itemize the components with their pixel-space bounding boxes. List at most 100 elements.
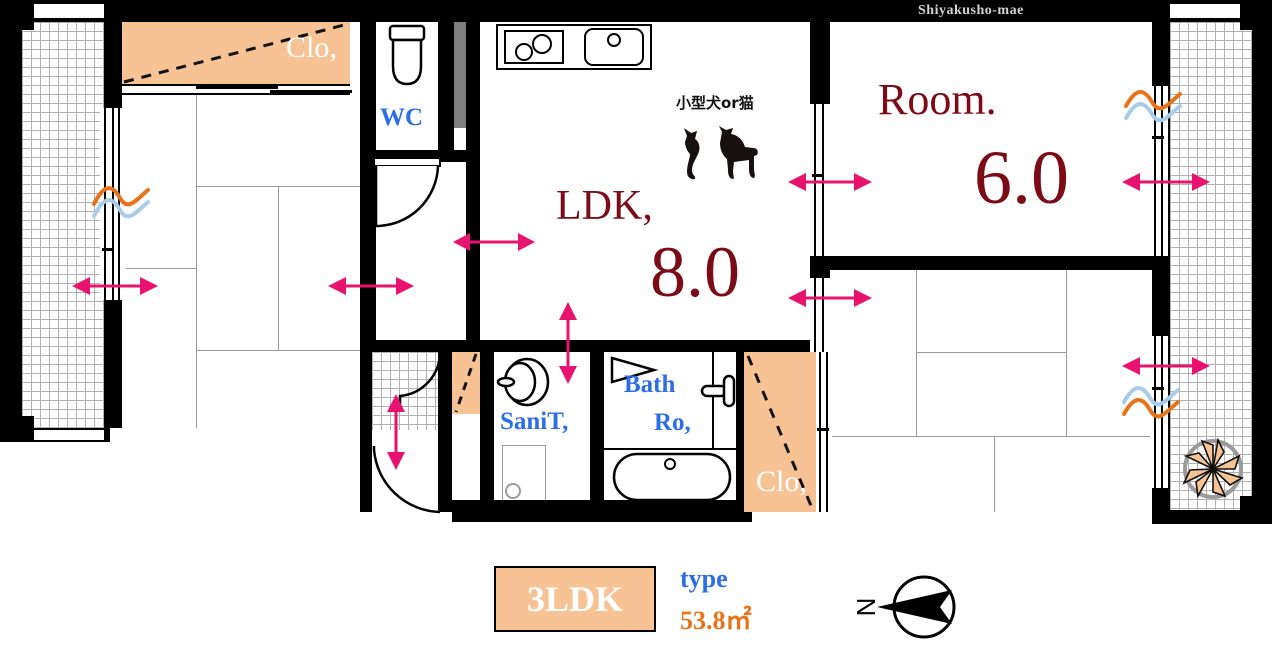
right-room-upper-floor — [830, 22, 1152, 256]
sliding-door-line — [814, 278, 816, 352]
closet-door-panel — [196, 86, 278, 89]
sanitary-wall-left — [480, 352, 494, 512]
window-frame-line — [118, 108, 120, 300]
left-balcony-outer-wall — [0, 0, 22, 440]
tatami-line — [122, 268, 196, 269]
direction-arrow — [453, 233, 535, 251]
direction-arrow — [72, 277, 158, 295]
direction-arrow — [1122, 357, 1210, 375]
bath-faucet-icon — [700, 374, 736, 408]
ldk-label: LDK, — [556, 183, 653, 229]
window-frame-line — [1168, 86, 1170, 256]
toilet-icon — [388, 24, 426, 86]
closet-top-dashed-line — [123, 22, 349, 84]
ldk-bottom-wall — [466, 340, 480, 352]
room-label: Room. — [878, 75, 997, 124]
outer-wall-top-left-block — [0, 0, 34, 30]
entrance-wall-right — [438, 352, 452, 512]
bath-label-line1: Bath — [624, 371, 676, 398]
tatami-line — [916, 270, 917, 436]
window-frame-line — [1154, 336, 1156, 488]
wc-wall-right — [438, 22, 454, 150]
ldk-room-wall-upper — [810, 22, 830, 104]
type-label: type — [680, 564, 728, 593]
direction-arrow-vertical — [559, 302, 577, 384]
bath-door-icon — [610, 356, 659, 384]
closet-top-door-track — [122, 84, 350, 95]
tatami-line — [1066, 270, 1067, 436]
tatami-line — [830, 436, 1152, 437]
closet-door-mullion — [817, 428, 829, 431]
entrance-wall-left — [360, 352, 372, 446]
tatami-line — [994, 436, 995, 512]
closet-door-line — [826, 352, 828, 512]
compass-north-letter: N — [851, 598, 881, 617]
pets-note-label: 小型犬or猫 — [676, 94, 754, 112]
airflow-icon — [92, 186, 150, 219]
sliding-door-line — [822, 104, 824, 256]
airflow-icon — [1124, 90, 1182, 123]
outer-wall-top-right-block — [1240, 0, 1272, 30]
left-balcony-rail-top — [22, 4, 104, 18]
sliding-door-line — [814, 104, 816, 256]
window-frame-line — [1161, 336, 1163, 488]
bath-divider — [604, 448, 738, 450]
direction-arrow-vertical — [387, 394, 405, 470]
bath-vertical-divider — [712, 352, 714, 448]
closet-door-panel — [270, 90, 352, 93]
airflow-icon — [1122, 386, 1180, 419]
dog-silhouette-icon — [719, 126, 758, 179]
right-room-lower-floor — [830, 270, 1152, 512]
shoe-closet-dashed-line — [454, 353, 478, 413]
window-mullion — [1152, 387, 1164, 390]
outer-wall-right-bottom-block — [1240, 496, 1272, 522]
ldk-area: 8.0 — [650, 232, 740, 312]
bathtub-icon — [612, 452, 732, 502]
left-room-wall-right — [360, 22, 376, 428]
closet-door-line — [819, 352, 821, 512]
tatami-line — [196, 350, 360, 351]
right-balcony-outer-wall — [1252, 0, 1272, 522]
window-frame-line — [1154, 86, 1156, 256]
stove-icon — [504, 30, 564, 64]
washbasin-icon — [496, 357, 550, 407]
sliding-door-line — [822, 278, 824, 352]
entrance-wall-bottom — [360, 428, 372, 512]
area-label: 53.8㎡ — [680, 606, 752, 635]
tatami-line — [916, 352, 1066, 353]
compass-icon: N — [851, 575, 956, 639]
entrance-door-swing — [372, 442, 441, 514]
cat-silhouette-icon — [684, 128, 700, 180]
closet-bottom-wall-left — [736, 352, 744, 512]
direction-arrow — [788, 173, 872, 191]
core-bottom-wall — [452, 500, 752, 522]
direction-arrow — [328, 277, 414, 295]
plan-type-badge: 3LDK — [494, 566, 656, 632]
bath-wall-left — [590, 352, 604, 512]
sink-icon — [584, 28, 644, 66]
wc-label: WC — [380, 104, 424, 131]
ldk-wall-bottom-strip — [480, 340, 810, 352]
genkan-inner-door-swing — [398, 351, 442, 410]
closet-bottom-label: Clo, — [756, 465, 807, 498]
right-outer-wall-mid — [1152, 256, 1170, 336]
tatami-line — [278, 186, 279, 350]
ldk-floor — [480, 22, 810, 352]
right-outer-wall-top — [1152, 22, 1170, 86]
washer-drain-icon — [505, 483, 521, 499]
ldk-room-wall-mid — [810, 256, 830, 278]
right-room-divider-wall — [830, 256, 1152, 270]
wc-door-swing — [373, 157, 441, 228]
closet-bottom-dashed-line — [746, 355, 814, 509]
bath-label-line2: Ro, — [654, 409, 691, 436]
top-wall-strip — [0, 0, 1272, 22]
right-balcony — [1170, 22, 1252, 522]
room-area: 6.0 — [974, 136, 1069, 220]
direction-arrow — [1122, 173, 1210, 191]
ldk-wall-left-upper — [466, 22, 480, 352]
outer-wall-left-bottom-block — [0, 416, 34, 442]
tatami-line — [196, 95, 197, 428]
plan-title: Shiyakusho-mae — [918, 3, 1024, 18]
kitchen-counter — [496, 24, 652, 70]
